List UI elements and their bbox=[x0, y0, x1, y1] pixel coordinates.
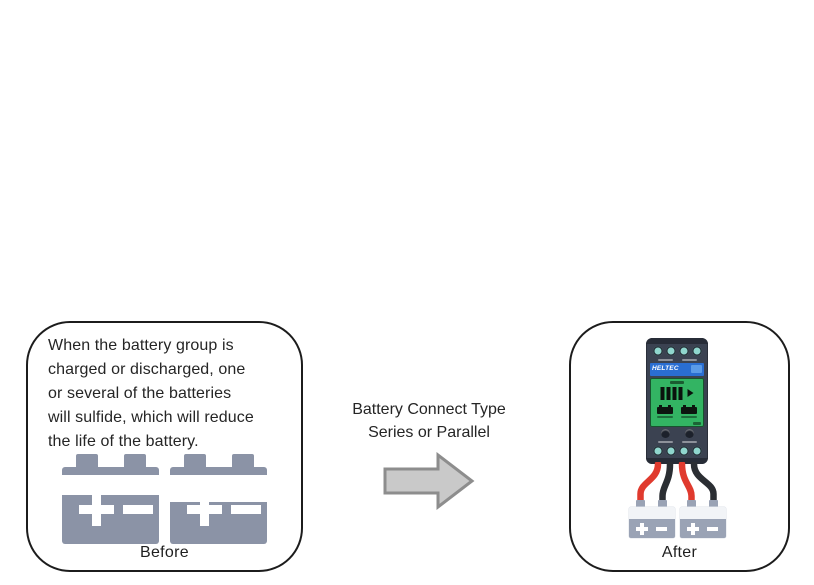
battery-terminal bbox=[658, 500, 667, 508]
before-label: Before bbox=[140, 544, 189, 561]
cell-battery-icon bbox=[680, 404, 697, 418]
minus-symbol bbox=[656, 527, 667, 531]
cell-battery-icon bbox=[657, 404, 674, 418]
minus-symbol bbox=[123, 505, 153, 514]
minus-symbol bbox=[707, 527, 718, 531]
model-badge bbox=[691, 365, 702, 374]
sulfided-battery-group bbox=[28, 454, 301, 544]
plus-symbol bbox=[687, 523, 699, 535]
bottom-terminal-labels bbox=[646, 440, 708, 444]
battery-body bbox=[170, 467, 267, 544]
terminal-label-mark bbox=[681, 441, 697, 444]
device-button-icon bbox=[660, 429, 670, 439]
battery-terminal bbox=[232, 454, 254, 469]
gauge-bar bbox=[678, 386, 683, 400]
device-top-cap bbox=[646, 338, 708, 344]
before-panel: When the battery group is charged or dis… bbox=[26, 321, 303, 572]
battery-stripe bbox=[170, 475, 267, 502]
right-arrow-icon bbox=[383, 452, 475, 511]
brand-logo: HELTEC bbox=[652, 365, 679, 372]
battery-terminal bbox=[76, 454, 98, 469]
battery-band bbox=[680, 519, 726, 538]
charging-arrow-icon bbox=[687, 389, 694, 398]
battery-terminal bbox=[184, 454, 206, 469]
cell-status-icons bbox=[650, 404, 704, 418]
plus-symbol bbox=[187, 493, 222, 526]
device-bottom-cap bbox=[646, 458, 708, 464]
battery-terminal bbox=[709, 500, 718, 508]
cell-bar bbox=[657, 404, 674, 414]
positive-wire bbox=[637, 462, 662, 508]
terminal-label-mark bbox=[657, 358, 673, 361]
minus-symbol bbox=[231, 505, 261, 514]
top-terminal-labels bbox=[646, 358, 708, 362]
gauge-bar bbox=[660, 386, 665, 400]
terminal-label-mark bbox=[657, 441, 673, 444]
battery-terminal bbox=[124, 454, 146, 469]
sulfided-battery-icon bbox=[170, 454, 267, 544]
device-button-row bbox=[646, 427, 708, 440]
bottom-terminal-row bbox=[646, 444, 708, 458]
connected-battery-icon bbox=[629, 500, 675, 538]
after-label: After bbox=[661, 544, 698, 561]
terminal-screw-icon bbox=[691, 345, 702, 356]
battery-body bbox=[62, 467, 159, 544]
lcd-screen bbox=[650, 377, 704, 428]
connection-wires bbox=[637, 462, 717, 508]
top-terminal-row bbox=[646, 344, 708, 358]
battery-terminal bbox=[636, 500, 645, 508]
plus-symbol bbox=[79, 493, 114, 526]
battery-body bbox=[680, 507, 726, 538]
sulfided-battery-icon bbox=[62, 454, 159, 544]
cell-label-mark bbox=[680, 415, 697, 418]
after-panel: HELTEC bbox=[569, 321, 790, 572]
cell-label-mark bbox=[657, 415, 674, 418]
terminal-screw-icon bbox=[652, 345, 663, 356]
battery-equalizer-device: HELTEC bbox=[646, 338, 708, 464]
charge-percent-text bbox=[670, 380, 684, 384]
before-description: When the battery group is charged or dis… bbox=[48, 337, 254, 450]
battery-stripe bbox=[62, 475, 159, 495]
connected-battery-icon bbox=[680, 500, 726, 538]
device-button-icon bbox=[684, 429, 694, 439]
battery-terminal bbox=[687, 500, 696, 508]
battery-gauge-icon bbox=[660, 386, 694, 400]
gauge-bar bbox=[672, 386, 677, 400]
battery-body bbox=[629, 507, 675, 538]
terminal-screw-icon bbox=[691, 446, 702, 457]
terminal-screw-icon bbox=[665, 446, 676, 457]
terminal-screw-icon bbox=[678, 345, 689, 356]
screen-corner-mark bbox=[693, 422, 701, 426]
cell-bar bbox=[680, 404, 697, 414]
terminal-screw-icon bbox=[652, 446, 663, 457]
gauge-bar bbox=[666, 386, 671, 400]
terminal-label-mark bbox=[681, 358, 697, 361]
terminal-screw-icon bbox=[678, 446, 689, 457]
plus-symbol bbox=[636, 523, 648, 535]
transition-caption: Battery Connect Type Series or Parallel bbox=[352, 401, 506, 441]
terminal-screw-icon bbox=[665, 345, 676, 356]
negative-wire bbox=[659, 462, 674, 508]
brand-band: HELTEC bbox=[650, 362, 704, 376]
positive-wire bbox=[678, 462, 695, 508]
negative-wire bbox=[690, 462, 717, 508]
battery-band bbox=[629, 519, 675, 538]
